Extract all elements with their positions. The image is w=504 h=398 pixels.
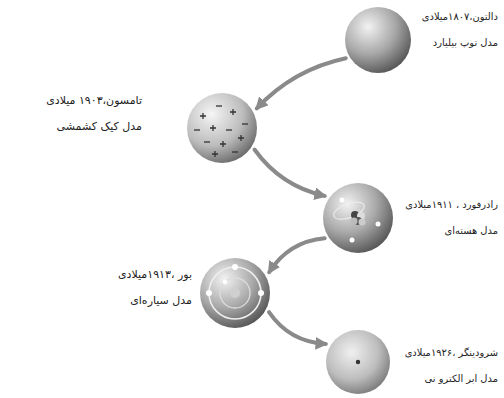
atom-model-node: شرودینگر ،۱۹۲۶میلادیمدل ابر الکترو نی — [326, 330, 390, 394]
sequence-arrow — [257, 58, 346, 108]
model-name-label: مدل ابر الکترو نی — [405, 366, 498, 392]
model-name-label: مدل سیاره‌ای — [118, 288, 192, 314]
sequence-arrow — [269, 238, 325, 272]
sequence-arrow — [269, 312, 326, 344]
caption-group: شرودینگر ،۱۹۲۶میلادیمدل ابر الکترو نی — [405, 340, 498, 392]
caption-group: دالتون،۱۸۰۷میلادیمدل توپ بیلیارد — [422, 4, 498, 56]
model-name-label: مدل کیک کشمشی — [46, 114, 142, 140]
caption-group: بور ،۱۹۱۳میلادیمدل سیاره‌ای — [118, 262, 192, 314]
caption-group: رادرفورد ، ۱۹۱۱میلادیمدل هسته‌ای — [405, 192, 498, 244]
scientist-year-label: دالتون،۱۸۰۷میلادی — [422, 4, 498, 30]
model-name-label: مدل توپ بیلیارد — [422, 30, 498, 56]
atom-model-node: رادرفورد ، ۱۹۱۱میلادیمدل هسته‌ای — [323, 183, 393, 253]
plum-pudding-sphere — [187, 93, 257, 163]
billiard-ball-sphere — [345, 7, 411, 73]
electron-cloud-sphere — [326, 330, 390, 394]
sequence-arrow — [255, 150, 325, 196]
scientist-year-label: بور ،۱۹۱۳میلادی — [118, 262, 192, 288]
planetary-sphere — [200, 258, 270, 328]
model-name-label: مدل هسته‌ای — [405, 218, 498, 244]
caption-group: تامسون،۱۹۰۳ میلادیمدل کیک کشمشی — [46, 88, 142, 140]
atom-model-node: دالتون،۱۸۰۷میلادیمدل توپ بیلیارد — [345, 7, 411, 73]
scientist-year-label: رادرفورد ، ۱۹۱۱میلادی — [405, 192, 498, 218]
scientist-year-label: شرودینگر ،۱۹۲۶میلادی — [405, 340, 498, 366]
nuclear-sphere — [323, 183, 393, 253]
atom-model-node: تامسون،۱۹۰۳ میلادیمدل کیک کشمشی — [187, 93, 257, 163]
atom-model-node: بور ،۱۹۱۳میلادیمدل سیاره‌ای — [200, 258, 270, 328]
scientist-year-label: تامسون،۱۹۰۳ میلادی — [46, 88, 142, 114]
